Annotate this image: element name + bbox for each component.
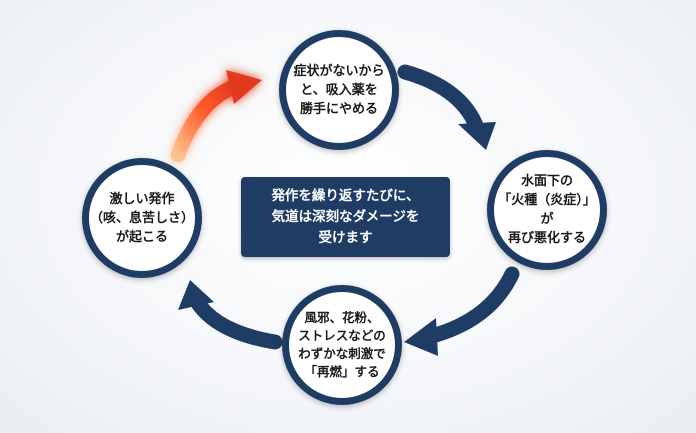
cycle-node-relapse: 風邪、花粉、 ストレスなどの わずかな刺激で 「再燃」する bbox=[282, 285, 402, 405]
center-message-box: 発作を繰り返すたびに、 気道は深刻なダメージを 受けます bbox=[241, 177, 450, 257]
node-label: 症状がないから と、吸入薬を 勝手にやめる bbox=[293, 63, 385, 117]
node-label: 激しい発作 （咳、息苦しさ） が起こる bbox=[89, 191, 194, 245]
cycle-node-severe-attack: 激しい発作 （咳、息苦しさ） が起こる bbox=[82, 158, 202, 278]
arrow-top-to-right bbox=[397, 64, 496, 150]
node-label: 水面下の 「火種（炎症）」が 再び悪化する bbox=[498, 174, 596, 246]
cycle-node-inflammation-worsens: 水面下の 「火種（炎症）」が 再び悪化する bbox=[487, 150, 607, 270]
node-label: 風邪、花粉、 ストレスなどの わずかな刺激で 「再燃」する bbox=[298, 310, 386, 379]
flame-arrow-left-to-top bbox=[170, 70, 262, 163]
arrow-bottom-to-left bbox=[178, 280, 283, 350]
cycle-node-stop-inhaler: 症状がないから と、吸入薬を 勝手にやめる bbox=[279, 30, 399, 150]
arrow-right-to-bottom bbox=[404, 266, 520, 356]
center-message: 発作を繰り返すたびに、 気道は深刻なダメージを 受けます bbox=[271, 187, 420, 246]
